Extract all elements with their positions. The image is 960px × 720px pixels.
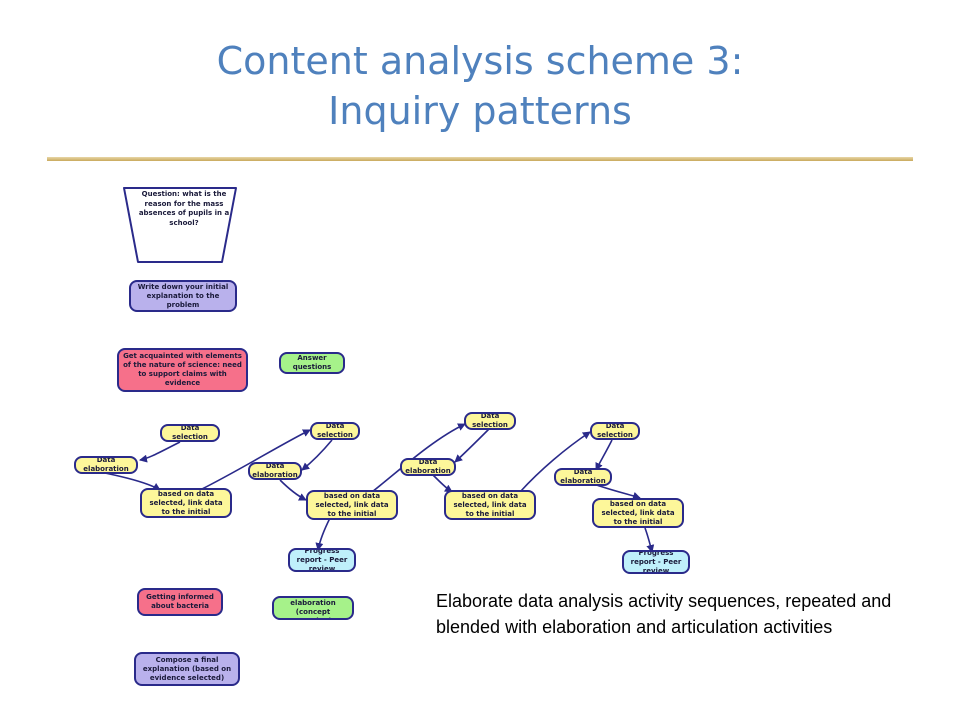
data-elaboration-box-1: Data elaboration xyxy=(74,456,138,474)
slide-caption: Elaborate data analysis activity sequenc… xyxy=(436,591,892,637)
title-divider xyxy=(47,157,913,161)
slide-title: Content analysis scheme 3: Inquiry patte… xyxy=(0,36,960,136)
arrow-explanation2-to-report xyxy=(315,517,331,551)
nature-of-science-box: Get acquainted with elements of the natu… xyxy=(117,348,248,392)
explanation-box-3: Give an explanation based on data select… xyxy=(444,490,536,520)
explanation-box-4: Give an explanation based on data select… xyxy=(592,498,684,528)
arrow-explanation1-to-selection2 xyxy=(199,429,311,491)
title-line-2: Inquiry patterns xyxy=(328,89,632,133)
data-elaboration-box-4: Data elaboration xyxy=(554,468,612,486)
arrow-selection-to-elaboration-4 xyxy=(595,439,613,471)
final-explanation-box: Compose a final explanation (based on ev… xyxy=(134,652,240,686)
data-selection-box-1: Data selection xyxy=(160,424,220,442)
explanation-box-1: Give an explanation based on data select… xyxy=(140,488,232,518)
arrow-selection-to-elaboration-2 xyxy=(301,439,333,471)
arrow-explanation4-to-report xyxy=(644,527,655,553)
question-trapezoid xyxy=(123,187,237,263)
title-line-1: Content analysis scheme 3: xyxy=(216,39,744,83)
arrow-elaboration-to-explanation-2 xyxy=(279,479,307,501)
data-selection-box-4: Data selection xyxy=(590,422,640,440)
initial-explanation-box: Write down your initial explanation to t… xyxy=(129,280,237,312)
arrow-explanation2-to-selection3 xyxy=(371,423,466,493)
data-selection-box-3: Data selection xyxy=(464,412,516,430)
arrow-explanation3-to-selection4 xyxy=(519,431,591,493)
data-selection-box-2: Data selection xyxy=(310,422,360,440)
getting-informed-box: Getting informed about bacteria xyxy=(137,588,223,616)
progress-report-box-2: Progress report - Peer review xyxy=(622,550,690,574)
answer-questions-box: Answer questions xyxy=(279,352,345,374)
explanation-box-2: Give an explanation based on data select… xyxy=(306,490,398,520)
progress-report-box-1: Progress report - Peer review xyxy=(288,548,356,572)
arrow-selection-to-elaboration-1 xyxy=(139,441,181,463)
arrow-elaboration-to-explanation-4 xyxy=(593,483,641,500)
data-elaboration-box-2: Data elaboration xyxy=(248,462,302,480)
concept-elaboration-box: Concept elaboration (concept mapping) xyxy=(272,596,354,620)
question-box: Question: what is the reason for the mas… xyxy=(138,190,230,227)
arrow-selection-to-elaboration-3 xyxy=(454,427,491,463)
data-elaboration-box-3: Data elaboration xyxy=(400,458,456,476)
